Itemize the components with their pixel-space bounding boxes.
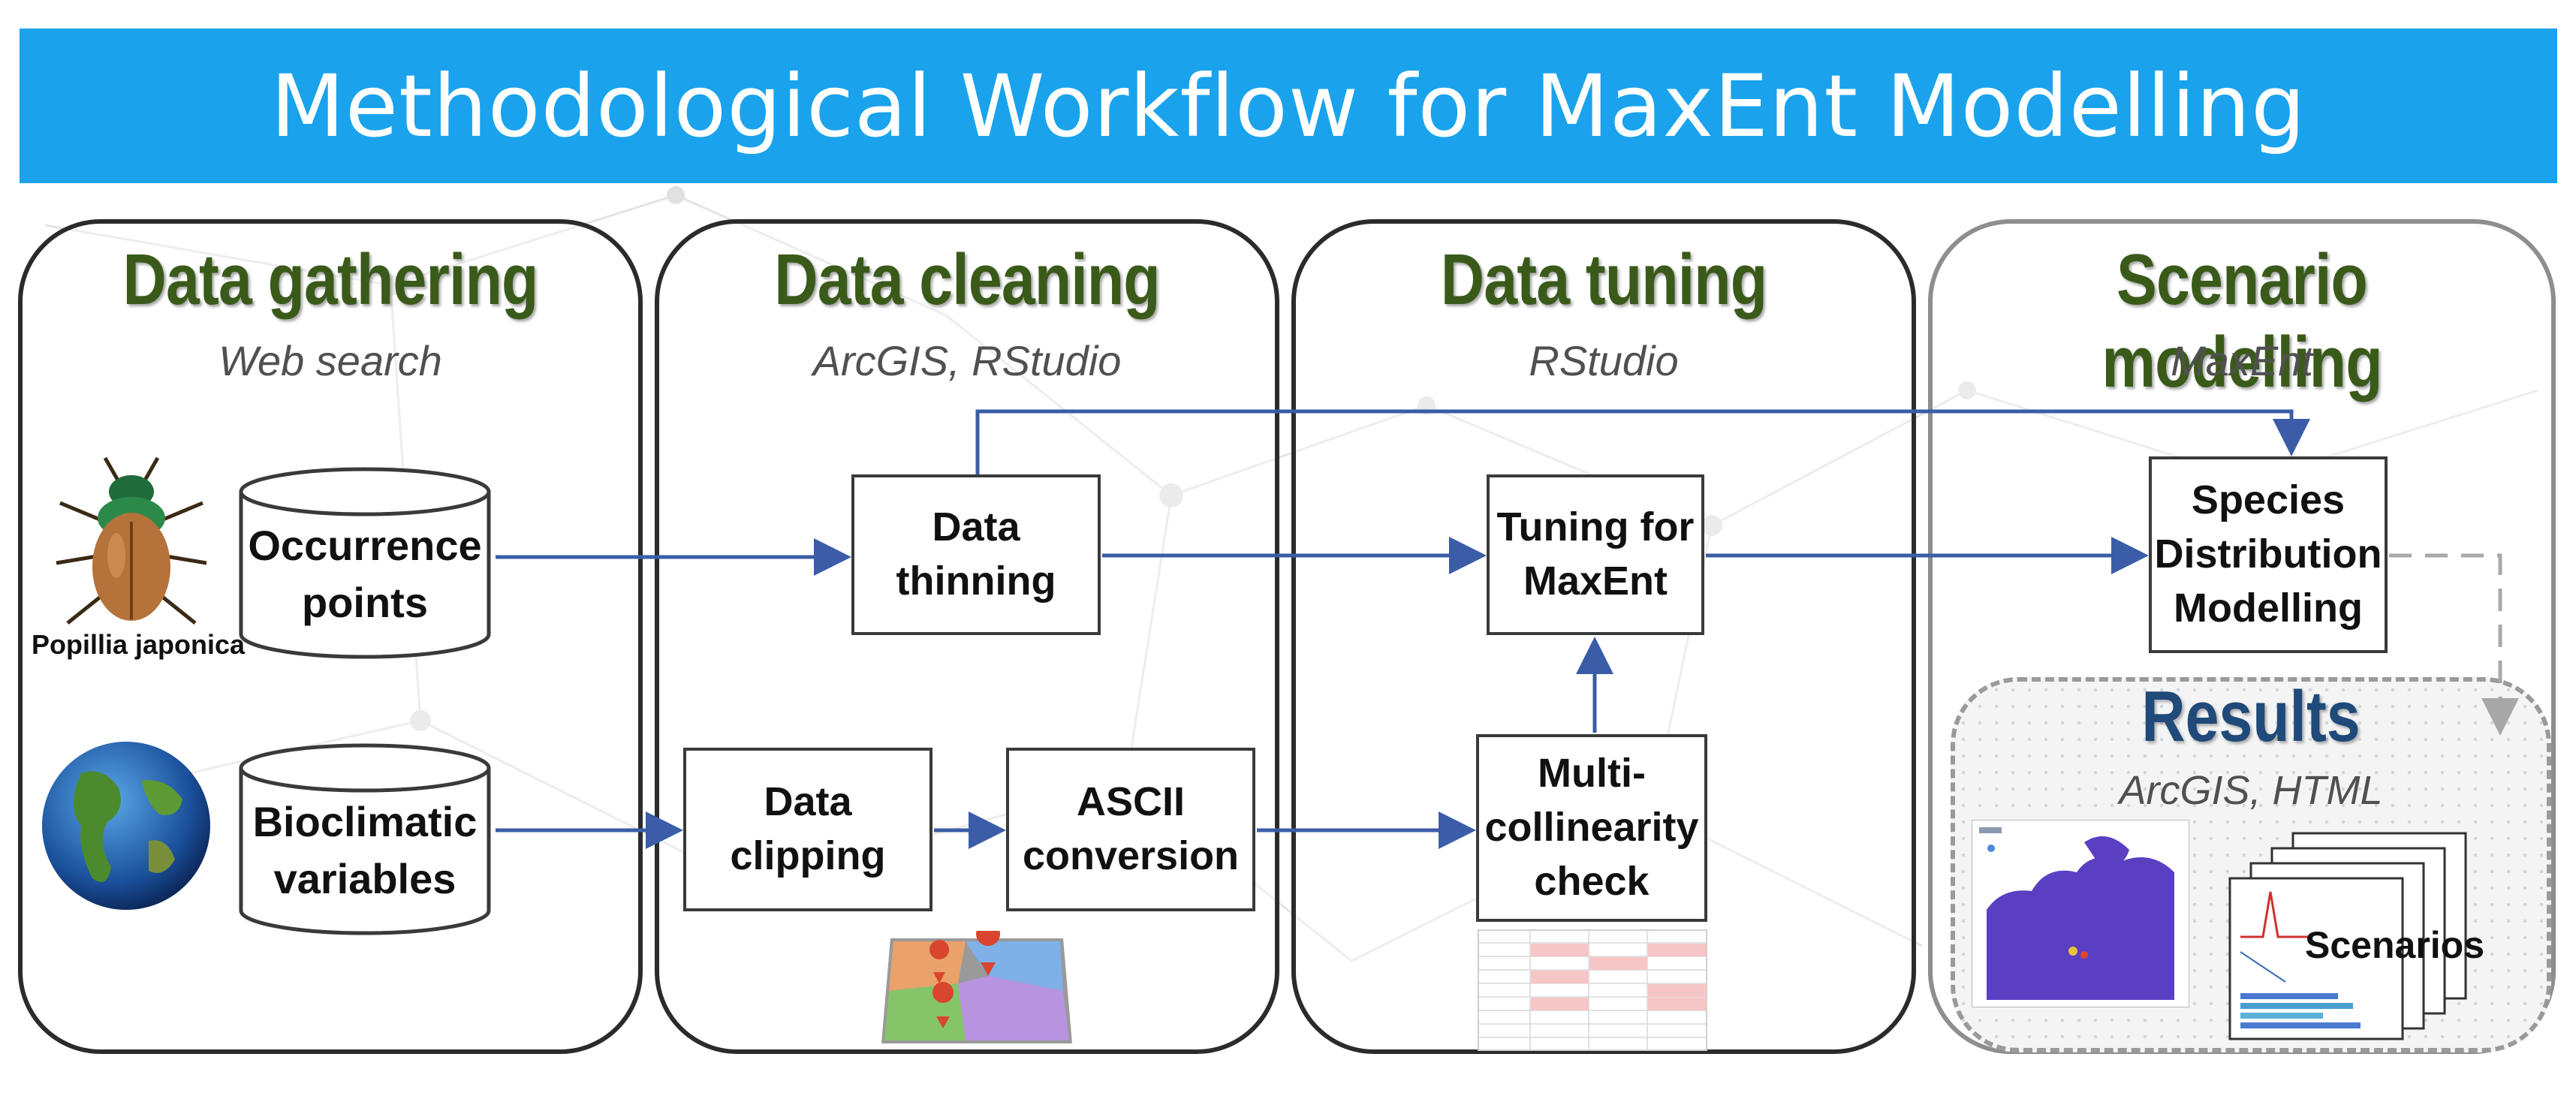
stage-title-data-cleaning: Data cleaning	[774, 239, 1160, 320]
occurrence-points-cylinder	[239, 467, 491, 659]
scenario-pages-icon	[2228, 832, 2467, 1040]
occurrence-points-label: Occurrence points	[248, 522, 482, 626]
stage-tool-data-tuning: RStudio	[1529, 337, 1679, 384]
europe-map-icon	[1972, 820, 2189, 1007]
map-regions-icon	[881, 931, 1072, 1043]
stage-title-scenario-modelling: Scenario modelling	[2101, 239, 2382, 402]
species-distribution-modelling-box: Species Distribution Modelling	[2149, 456, 2388, 653]
stage-title-data-tuning: Data tuning	[1440, 239, 1767, 320]
results-title: Results	[2141, 676, 2361, 757]
stage-tool-data-gathering: Web search	[218, 337, 442, 384]
stage-tool-scenario-modelling: MaxEnt	[2171, 337, 2313, 384]
stage-title-data-gathering: Data gathering	[122, 239, 539, 320]
data-thinning-box: Data thinning	[851, 474, 1101, 635]
arrow-sdm-to-results	[2389, 553, 2519, 736]
data-clipping-box: Data clipping	[683, 748, 932, 911]
globe-icon	[42, 742, 210, 910]
species-label: Popillia japonica	[31, 629, 246, 660]
beetle-icon	[56, 456, 207, 625]
panel-data-cleaning: Data cleaning ArcGIS, RStudio	[655, 219, 1279, 1054]
results-tool: ArcGIS, HTML	[2119, 768, 2383, 813]
diagram-title: Methodological Workflow for MaxEnt Model…	[270, 56, 2306, 156]
ascii-conversion-box: ASCII conversion	[1006, 748, 1255, 911]
tuning-for-maxent-box: Tuning for MaxEnt	[1487, 474, 1704, 635]
bioclimatic-variables-cylinder	[239, 743, 491, 935]
scenarios-label: Scenarios	[2305, 924, 2485, 966]
correlation-table-icon	[1478, 929, 1707, 1051]
stage-tool-data-cleaning: ArcGIS, RStudio	[812, 337, 1122, 384]
title-banner: Methodological Workflow for MaxEnt Model…	[20, 29, 2557, 183]
arrow-thinning-to-sdm-top	[975, 409, 2310, 474]
bioclimatic-variables-label: Bioclimatic variables	[252, 798, 478, 902]
multicollinearity-check-box: Multi- collinearity check	[1476, 734, 1707, 922]
